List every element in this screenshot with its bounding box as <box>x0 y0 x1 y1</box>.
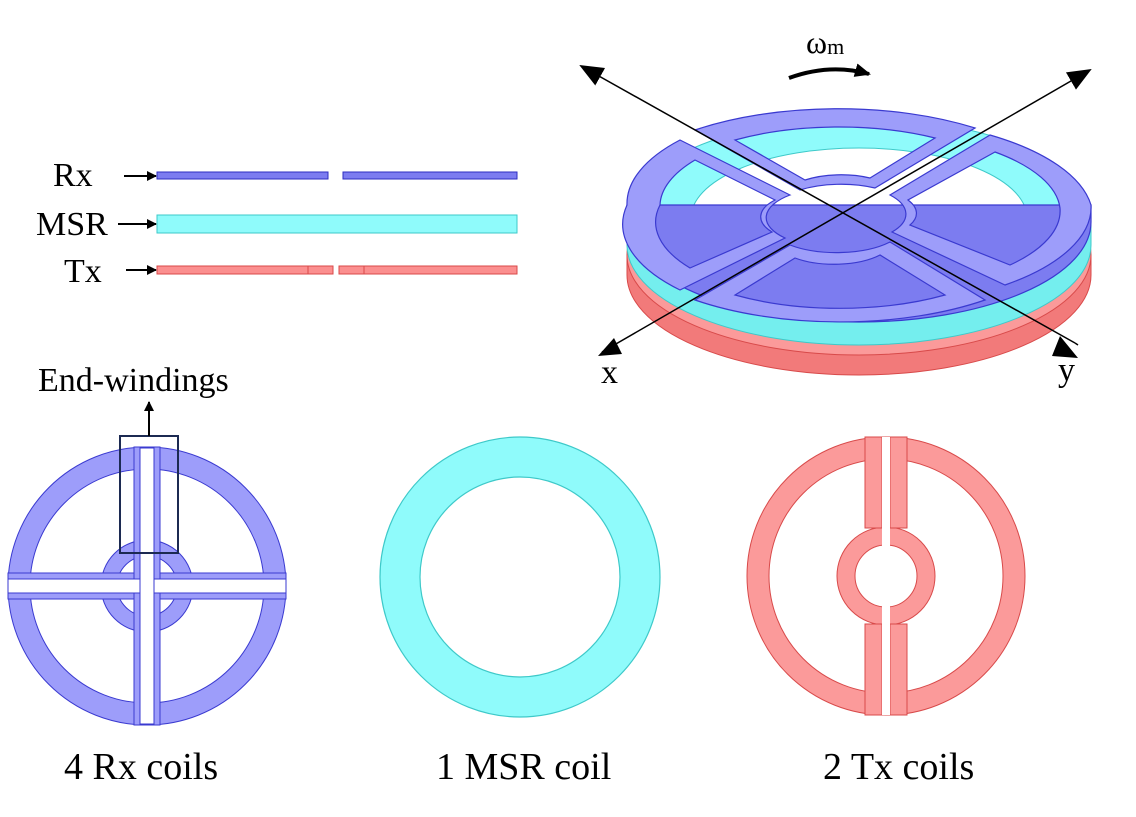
rx-coils-caption: 4 Rx coils <box>64 746 218 788</box>
rx-layer-bar-right <box>342 171 518 180</box>
x-axis-tip <box>1052 336 1078 358</box>
omega-label: ωm <box>806 24 844 60</box>
isometric-view: x y ωm <box>579 24 1092 391</box>
tx-layer-bar-right <box>338 265 518 275</box>
tx-layer-label: Tx <box>64 253 102 290</box>
side-view: Rx MSR Tx <box>36 157 518 290</box>
rx-coils-figure: End-windings 4 Rx coils <box>7 362 287 788</box>
x-axis-line-lower <box>1074 342 1079 346</box>
msr-coil-figure: 1 MSR coil <box>379 436 661 788</box>
rx-3d-layer <box>622 108 1092 323</box>
msr-coil-caption: 1 MSR coil <box>436 746 611 788</box>
axis-x-label: x <box>601 354 618 391</box>
end-windings-label: End-windings <box>38 362 229 399</box>
tx-coils-figure: 2 Tx coils <box>746 436 1026 788</box>
tx-layer-bar-left <box>156 265 334 275</box>
y-axis-tip <box>598 338 622 356</box>
tx-coils-caption: 2 Tx coils <box>823 746 974 788</box>
rx-layer-label: Rx <box>53 157 93 194</box>
rx-layer-bar-left <box>156 171 329 180</box>
rotation-arrow <box>788 63 871 80</box>
msr-layer-label: MSR <box>36 206 108 243</box>
axis-y-label: y <box>1058 352 1075 389</box>
y-axis-arrow <box>601 68 1092 353</box>
x-axis-arrow <box>579 65 1076 344</box>
msr-layer-bar <box>156 214 518 234</box>
